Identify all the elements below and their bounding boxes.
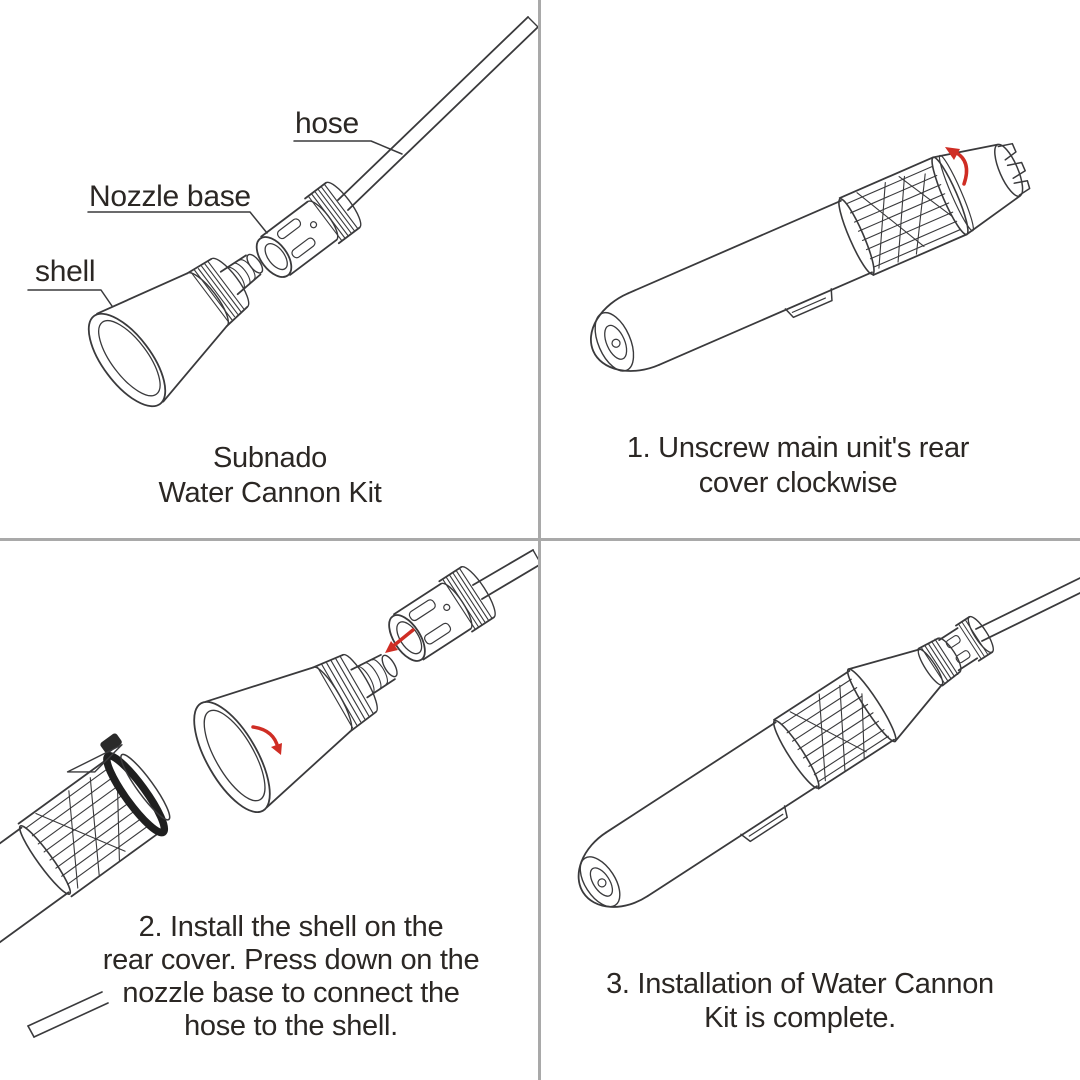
shell-illustration: [193, 653, 398, 814]
label-leader-lines: [27, 140, 403, 307]
rear-post: [100, 733, 122, 754]
main-unit-rear-illustration: [0, 733, 171, 988]
hose-illustration: [975, 577, 1080, 642]
step3-drawing: [577, 577, 1080, 908]
shell-label: shell: [35, 255, 96, 288]
press-arrow-icon: [385, 628, 415, 653]
clip-strip: [27, 991, 109, 1038]
hose-illustration: [337, 16, 539, 211]
step1-caption: 1. Unscrew main unit's rear cover clockw…: [626, 432, 970, 499]
rear-gasket-ring: [103, 751, 169, 837]
rotate-arrow-icon: [251, 725, 282, 755]
kit-exploded-drawing: [27, 16, 539, 408]
hose-illustration: [472, 549, 540, 600]
cage-grille: [25, 769, 148, 889]
nozzle-base-illustration: [255, 181, 362, 278]
panel-step1: 1. Unscrew main unit's rear cover clockw…: [540, 0, 1080, 540]
step2-caption: 2. Install the shell on the rear cover. …: [102, 911, 480, 1042]
panel-kit-overview: hose Nozzle base shell Subnado Water Can…: [0, 0, 540, 540]
kit-caption: Subnado Water Cannon Kit: [158, 442, 382, 509]
mount-clip: [740, 805, 788, 843]
assembled-unit-illustration: [577, 615, 994, 908]
step2-drawing: [0, 549, 540, 1038]
cage-grille: [846, 165, 961, 269]
nozzle-base-leader-line: [87, 211, 268, 234]
step1-drawing: [590, 142, 1031, 372]
hose-label: hose: [295, 107, 359, 140]
panel-step2: 2. Install the shell on the rear cover. …: [0, 540, 540, 1080]
mount-clip: [784, 288, 833, 319]
shell-leader-line: [27, 289, 113, 307]
panel-step3: 3. Installation of Water Cannon Kit is c…: [540, 540, 1080, 1080]
rotate-arrow-icon: [945, 147, 969, 186]
hose-leader-line: [293, 140, 403, 155]
step3-caption: 3. Installation of Water Cannon Kit is c…: [606, 968, 994, 1034]
cage-grille: [781, 678, 889, 783]
rear-cover: [932, 142, 1031, 236]
nozzle-base-label: Nozzle base: [89, 180, 251, 213]
main-unit-illustration: [590, 142, 1031, 372]
shell-installed: [846, 637, 962, 743]
horizontal-divider: [0, 538, 1080, 541]
nozzle-base-installed: [938, 615, 994, 672]
shell-illustration: [87, 253, 264, 408]
